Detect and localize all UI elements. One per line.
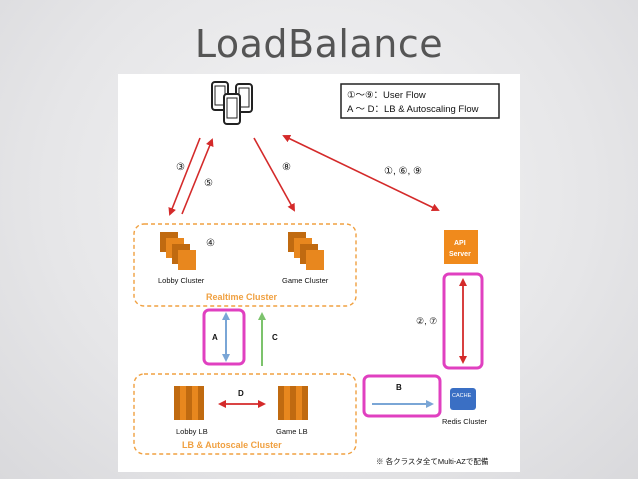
label-flow-2-7: ②, ⑦ (416, 316, 437, 326)
lb-autoscale-cluster-label: LB & Autoscale Cluster (182, 440, 282, 450)
game-cluster-label: Game Cluster (282, 276, 329, 285)
cache-icon (450, 388, 476, 410)
cache-label: CACHE (452, 393, 472, 399)
redis-cluster-label: Redis Cluster (442, 417, 488, 426)
architecture-diagram: ①〜⑨：User Flow A 〜 D：LB & Autoscaling Flo… (118, 74, 520, 472)
label-flow-5: ⑤ (204, 178, 213, 189)
lb-autoscale-cluster-box (133, 373, 357, 455)
legend-box: ①〜⑨：User Flow A 〜 D：LB & Autoscaling Flo… (340, 83, 500, 119)
label-d: D (238, 389, 244, 398)
lobby-cluster-label: Lobby Cluster (158, 276, 205, 285)
api-server-label-1: API (454, 240, 466, 247)
highlight-box-b (362, 374, 442, 418)
arrow-flow-5 (181, 138, 214, 215)
legend-line-1: ①〜⑨：User Flow (347, 90, 426, 101)
api-server-label-2: Server (449, 251, 471, 258)
label-flow-3: ③ (176, 162, 185, 173)
lobby-lb-label: Lobby LB (176, 427, 208, 436)
api-server-icon (444, 230, 478, 264)
arrow-flow-1-6-9 (282, 134, 440, 212)
highlight-box-api-redis (442, 272, 484, 370)
label-b: B (396, 383, 402, 392)
label-flow-8: ⑧ (282, 162, 291, 173)
arrow-flow-8 (253, 137, 295, 212)
label-flow-1-6-9: ①, ⑥, ⑨ (384, 166, 422, 177)
arrow-flow-3 (168, 137, 201, 216)
label-flow-4: ④ (206, 238, 215, 249)
highlight-box-a (202, 308, 246, 366)
smartphones-icon (211, 81, 253, 125)
label-a: A (212, 333, 218, 342)
game-lb-label: Game LB (276, 427, 308, 436)
lobby-lb-icon (174, 386, 204, 420)
realtime-cluster-label: Realtime Cluster (206, 292, 278, 302)
footnote: ※ 各クラスタ全てMulti-AZで配備 (376, 456, 489, 466)
label-c: C (272, 333, 278, 342)
lobby-cluster-icon (160, 232, 196, 270)
game-lb-icon (278, 386, 308, 420)
diagram-svg: ①〜⑨：User Flow A 〜 D：LB & Autoscaling Flo… (133, 81, 500, 466)
slide-title: LoadBalance (194, 22, 444, 66)
game-cluster-icon (288, 232, 324, 270)
legend-line-2: A 〜 D：LB & Autoscaling Flow (347, 104, 479, 115)
realtime-cluster-box (133, 223, 357, 307)
